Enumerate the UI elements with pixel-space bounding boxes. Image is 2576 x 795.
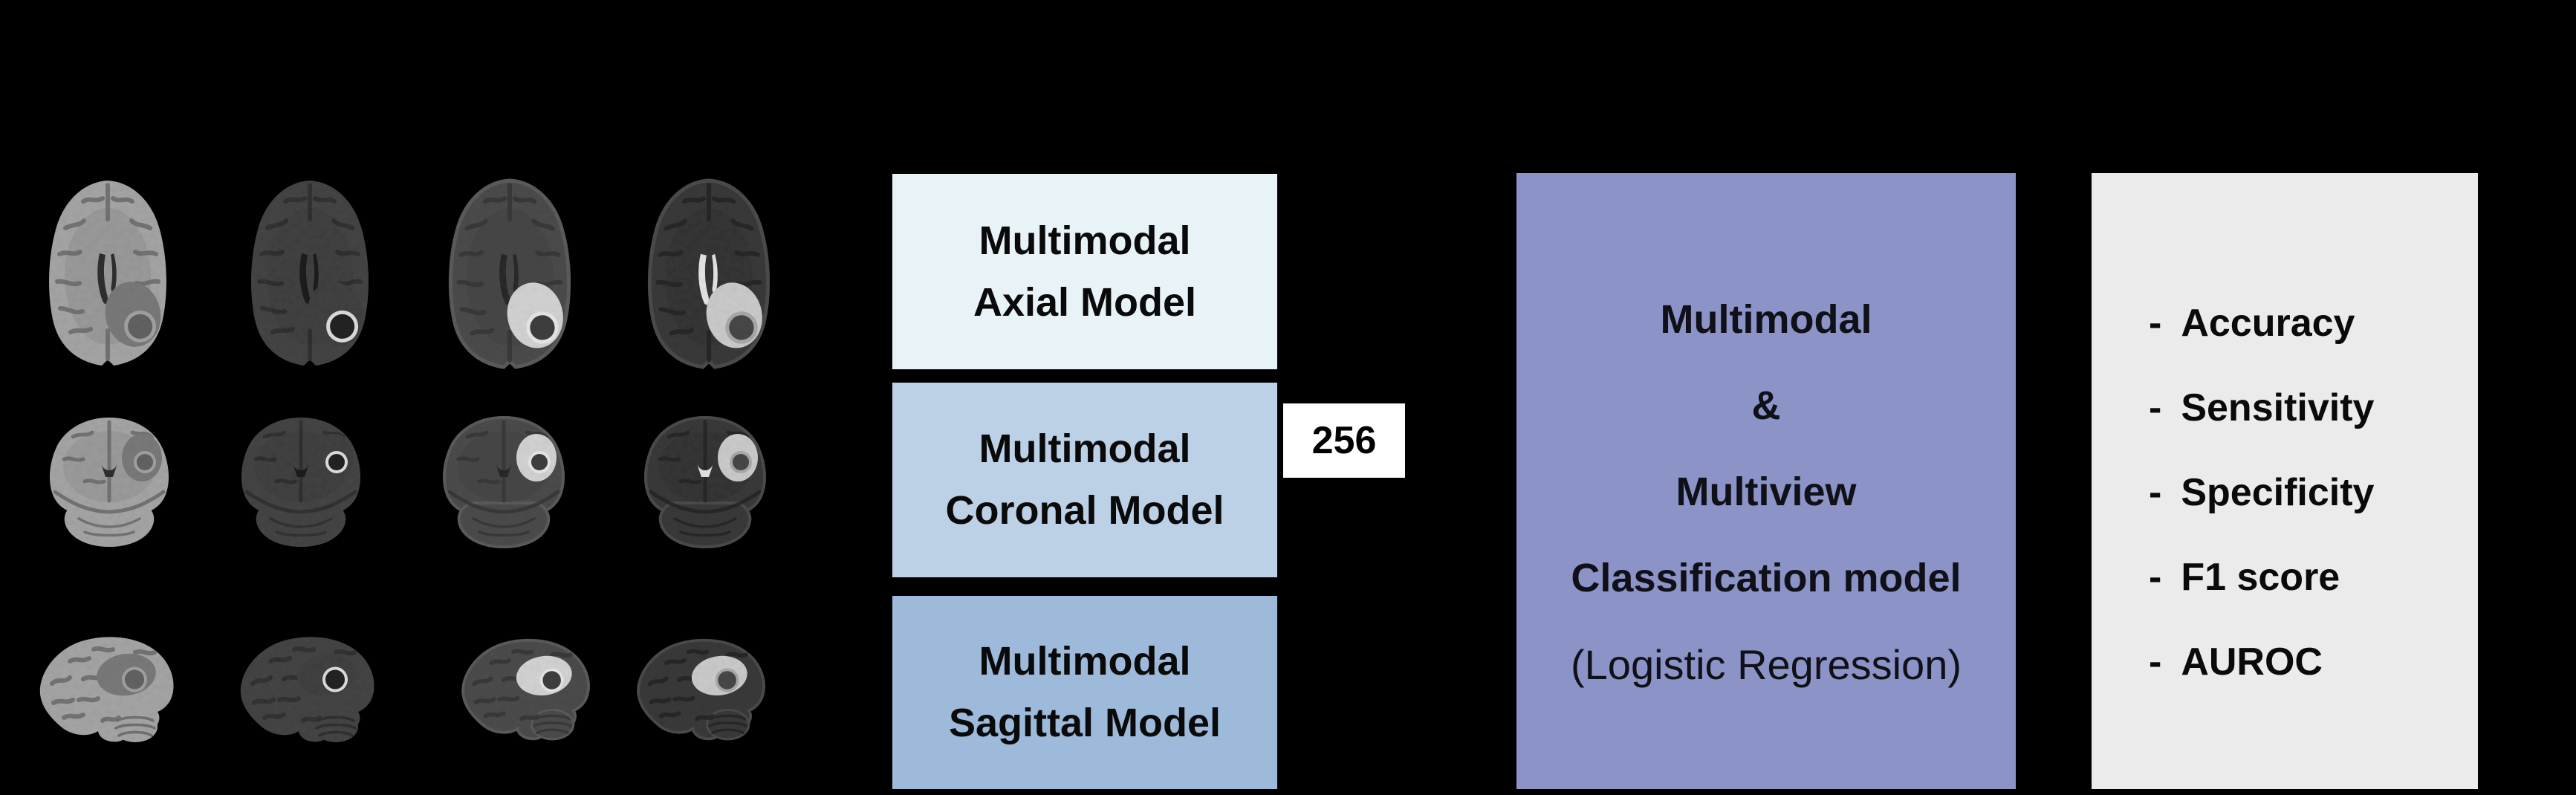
metric-bullet: - [2149,555,2162,599]
metric-label: F1 score [2181,555,2340,599]
classifier-line-multiview: Multiview [1675,469,1857,514]
metric-label: Accuracy [2181,301,2355,345]
mri-coronal-slice-2 [235,415,367,551]
axial-model-label-line1: Multimodal [979,218,1191,263]
axial-model-label-line2: Axial Model [973,279,1197,325]
metric-item-auroc: - AUROC [2149,643,2478,681]
classifier-box: Multimodal & Multiview Classification mo… [1516,173,2016,789]
coronal-model-label-line2: Coronal Model [945,488,1224,533]
metric-bullet: - [2149,301,2162,345]
mri-sagittal-slice-2 [232,632,380,752]
mri-coronal-slice-1 [43,415,175,551]
mri-coronal-slice-4 [639,415,771,551]
metric-bullet: - [2149,386,2162,429]
sagittal-model-box: Multimodal Sagittal Model [892,596,1277,789]
mri-axial-slice-2 [239,176,380,371]
metric-item-sensitivity: - Sensitivity [2149,389,2478,427]
metrics-box: - Accuracy - Sensitivity - Specificity -… [2092,173,2478,789]
classifier-line-classification-model: Classification model [1571,555,1962,600]
mri-sagittal-slice-4 [630,632,770,752]
metric-bullet: - [2149,640,2162,684]
metric-item-specificity: - Specificity [2149,473,2478,512]
mri-axial-slice-3 [438,176,581,372]
mri-axial-slice-1 [37,176,178,371]
coronal-model-label-line1: Multimodal [979,426,1191,471]
mri-sagittal-slice-1 [31,632,180,752]
metric-item-f1-score: - F1 score [2149,558,2478,597]
sagittal-model-label-line1: Multimodal [979,639,1191,684]
mri-coronal-slice-3 [437,415,571,551]
feature-dimension-badge: 256 [1283,403,1405,478]
axial-model-box: Multimodal Axial Model [892,174,1277,369]
coronal-model-box: Multimodal Coronal Model [892,383,1277,577]
classifier-line-ampersand: & [1751,383,1781,428]
sagittal-model-label-line2: Sagittal Model [948,701,1222,745]
metric-label: AUROC [2181,640,2323,684]
mri-sagittal-slice-3 [455,632,594,752]
classifier-line-multimodal: Multimodal [1660,296,1872,342]
metric-item-accuracy: - Accuracy [2149,304,2478,343]
metric-label: Specificity [2181,470,2375,514]
classifier-line-logistic-regression: (Logistic Regression) [1571,640,1962,688]
metric-label: Sensitivity [2181,386,2375,429]
metric-bullet: - [2149,470,2162,514]
mri-axial-slice-4 [637,176,780,372]
